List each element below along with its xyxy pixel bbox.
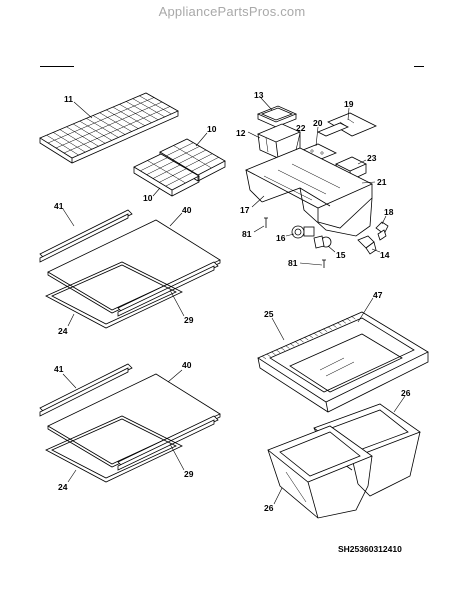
label-part-21[interactable]: 21 bbox=[377, 177, 387, 187]
label-part-22[interactable]: 22 bbox=[296, 123, 306, 133]
shelf-trim-part-29-lower bbox=[117, 415, 219, 471]
crisper-drawer-part-26-front bbox=[267, 425, 373, 519]
screw-part-81-lower bbox=[322, 259, 326, 268]
label-part-13[interactable]: 13 bbox=[254, 90, 264, 100]
ice-maker-tray-part-17 bbox=[245, 147, 373, 237]
label-part-10-lower[interactable]: 10 bbox=[143, 193, 153, 203]
label-part-24-lower[interactable]: 24 bbox=[58, 482, 68, 492]
label-part-17[interactable]: 17 bbox=[240, 205, 250, 215]
header-rule-right bbox=[414, 66, 424, 67]
label-part-29-upper[interactable]: 29 bbox=[184, 315, 194, 325]
shelf-trim-part-41-lower bbox=[39, 363, 133, 417]
ice-tray-part-10-upper bbox=[159, 138, 226, 182]
label-part-23[interactable]: 23 bbox=[367, 153, 377, 163]
label-part-41-upper[interactable]: 41 bbox=[54, 201, 64, 211]
label-part-40-upper[interactable]: 40 bbox=[182, 205, 192, 215]
shelf-trim-part-41-upper bbox=[39, 209, 133, 263]
label-part-26-rear[interactable]: 26 bbox=[401, 388, 411, 398]
ice-tray-part-10-lower bbox=[133, 153, 200, 197]
wire-shelf-part-11 bbox=[39, 92, 179, 164]
cover-part-19 bbox=[317, 112, 377, 137]
screw-part-81-upper bbox=[264, 217, 268, 228]
label-part-19[interactable]: 19 bbox=[344, 99, 354, 109]
label-part-20[interactable]: 20 bbox=[313, 118, 323, 128]
ice-maker-housing-part-12 bbox=[256, 123, 302, 159]
label-part-16[interactable]: 16 bbox=[276, 233, 286, 243]
label-part-26-front[interactable]: 26 bbox=[264, 503, 274, 513]
glass-shelf-part-40-upper bbox=[47, 219, 221, 314]
label-part-81-lower[interactable]: 81 bbox=[288, 258, 298, 268]
label-part-14[interactable]: 14 bbox=[380, 250, 390, 260]
label-part-11[interactable]: 11 bbox=[64, 94, 73, 104]
shelf-trim-part-29-upper bbox=[117, 261, 219, 317]
label-part-15[interactable]: 15 bbox=[336, 250, 346, 260]
header-rule-left bbox=[40, 66, 74, 67]
shelf-frame-part-24-lower bbox=[45, 415, 183, 483]
leader-lines bbox=[62, 97, 406, 505]
valve-part-15 bbox=[313, 235, 332, 249]
label-part-24-upper[interactable]: 24 bbox=[58, 326, 68, 336]
crisper-glass-part-47 bbox=[289, 333, 403, 393]
label-part-40-lower[interactable]: 40 bbox=[182, 360, 192, 370]
part-labels: 11 10 10 13 12 22 20 19 23 21 17 18 81 1… bbox=[54, 90, 411, 513]
label-part-47[interactable]: 47 bbox=[373, 290, 383, 300]
motor-part-16 bbox=[291, 225, 315, 239]
label-part-25[interactable]: 25 bbox=[264, 309, 274, 319]
label-part-41-lower[interactable]: 41 bbox=[54, 364, 64, 374]
label-part-81-upper[interactable]: 81 bbox=[242, 229, 252, 239]
label-part-18[interactable]: 18 bbox=[384, 207, 394, 217]
diagram-code: SH25360312410 bbox=[338, 544, 402, 554]
label-part-12[interactable]: 12 bbox=[236, 128, 246, 138]
fitting-part-14 bbox=[357, 235, 377, 255]
crisper-cover-frame-part-25 bbox=[257, 311, 429, 413]
ice-bin-part-13 bbox=[256, 105, 298, 128]
label-part-10-upper[interactable]: 10 bbox=[207, 124, 217, 134]
fitting-part-18 bbox=[375, 221, 389, 241]
glass-shelf-part-40-lower bbox=[47, 373, 221, 468]
shelf-frame-part-24-upper bbox=[45, 261, 183, 329]
label-part-29-lower[interactable]: 29 bbox=[184, 469, 194, 479]
site-title[interactable]: AppliancePartsPros.com bbox=[158, 4, 306, 19]
